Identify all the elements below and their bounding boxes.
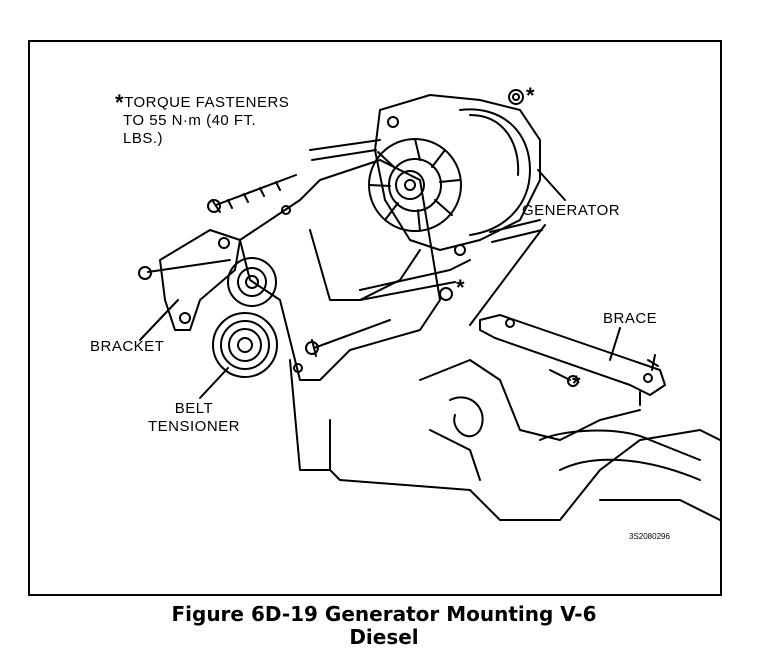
torque-note-line3: LBS.) bbox=[123, 130, 164, 147]
mounting-arm bbox=[359, 259, 471, 301]
belt-tensioner-label: BELT TENSIONER bbox=[148, 400, 240, 436]
bracket-leader bbox=[139, 299, 179, 341]
asterisk-arm-nut: * bbox=[456, 275, 465, 300]
asterisk-generator-nut: * bbox=[526, 83, 535, 108]
asterisk-brace-bolt: * bbox=[572, 371, 581, 396]
figure-caption-line1: Figure 6D-19 Generator Mounting V-6 bbox=[171, 602, 597, 626]
belt-tensioner-pulley bbox=[212, 257, 278, 378]
generator-leader bbox=[537, 169, 566, 201]
bracket-label: BRACKET bbox=[90, 338, 165, 355]
brace bbox=[479, 314, 666, 396]
part-number: 3S2080296 bbox=[629, 532, 670, 541]
brace-leader bbox=[609, 327, 621, 361]
torque-note: *TORQUE FASTENERS TO 55 N·m (40 FT. LBS.… bbox=[115, 92, 290, 148]
belt-tensioner-label-line1: BELT bbox=[174, 400, 214, 417]
bolt-top bbox=[211, 174, 297, 213]
figure-caption-line2: Diesel bbox=[349, 625, 419, 649]
generator-label: GENERATOR bbox=[522, 202, 621, 219]
generator-leader-2 bbox=[469, 224, 546, 326]
torque-note-line2: TO 55 N·m (40 FT. bbox=[123, 112, 257, 129]
figure-frame bbox=[28, 40, 722, 596]
generator bbox=[368, 94, 543, 256]
torque-note-line1: TORQUE FASTENERS bbox=[124, 94, 290, 111]
bolt-bracket bbox=[147, 259, 231, 273]
brace-label: BRACE bbox=[603, 310, 658, 327]
mounting-bracket-plate bbox=[239, 159, 441, 381]
tensioner-leader bbox=[199, 367, 229, 399]
torque-asterisk: * bbox=[115, 90, 125, 115]
belt-tensioner-label-line2: TENSIONER bbox=[148, 418, 241, 435]
engine-block bbox=[289, 359, 721, 521]
